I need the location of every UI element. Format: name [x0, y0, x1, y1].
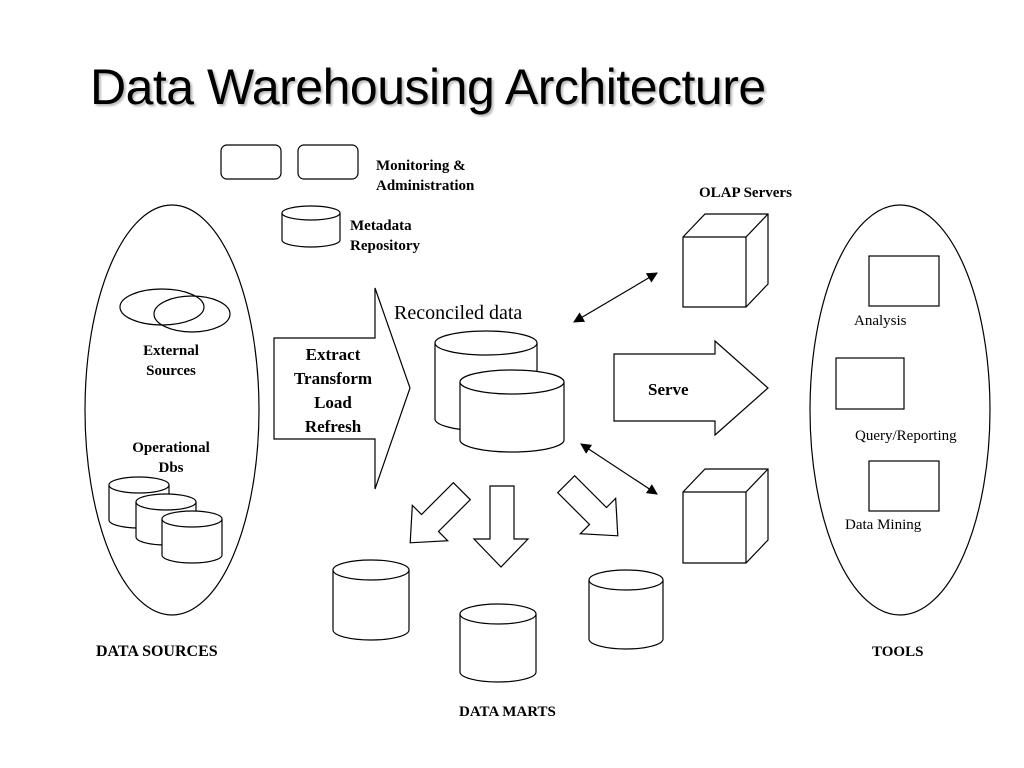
- monitoring-label: Monitoring &: [376, 158, 466, 174]
- olap-servers-label: OLAP Servers: [699, 185, 792, 201]
- data-mart-cylinder-center: [459, 603, 537, 683]
- serve-label: Serve: [648, 380, 689, 399]
- tools-ellipse: [809, 204, 991, 616]
- serve-arrow: [613, 339, 769, 437]
- operational-label: Operational: [132, 440, 210, 456]
- reconciled-data-label: Reconciled data: [394, 302, 522, 324]
- external-sources-icon: [119, 288, 231, 333]
- data-mining-label: Data Mining: [845, 517, 922, 533]
- data-sources-label: DATA SOURCES: [96, 643, 218, 660]
- data-mart-arrow-center: [472, 485, 530, 568]
- external-label: External: [143, 343, 199, 359]
- load-label: Load: [314, 393, 352, 412]
- data-mart-arrow-left: [409, 481, 472, 544]
- olap-top-double-arrow: [573, 272, 658, 323]
- operational-dbs-cylinders: [108, 476, 223, 564]
- administration-box: [297, 144, 359, 180]
- repository-label: Repository: [350, 238, 420, 254]
- monitoring-admin-boxes: [220, 144, 359, 180]
- data-mart-cylinder-left: [332, 559, 410, 641]
- metadata-label: Metadata: [350, 218, 412, 234]
- olap-server-cube-top: [682, 213, 769, 308]
- reconciled-data-cylinders: [434, 330, 565, 453]
- data-mart-cylinder-right: [588, 569, 664, 650]
- metadata-repository-cylinder: [281, 205, 341, 248]
- data-mart-arrow-right: [556, 474, 619, 537]
- dbs-label: Dbs: [158, 460, 183, 476]
- administration-label-text: Administration: [376, 178, 475, 194]
- olap-bottom-double-arrow: [580, 443, 658, 495]
- analysis-tool-box: [868, 255, 940, 307]
- query-reporting-tool-box: [835, 357, 905, 410]
- transform-label: Transform: [294, 369, 372, 388]
- olap-server-cube-bottom: [682, 468, 769, 564]
- tools-label: TOOLS: [872, 644, 923, 660]
- extract-label: Extract: [306, 345, 361, 364]
- refresh-label: Refresh: [305, 417, 362, 436]
- monitoring-box: [220, 144, 282, 180]
- data-marts-label: DATA MARTS: [459, 704, 556, 720]
- query-reporting-label: Query/Reporting: [855, 428, 957, 444]
- sources-label: Sources: [146, 363, 196, 379]
- page-title: Data Warehousing Architecture: [90, 59, 766, 115]
- analysis-label: Analysis: [854, 313, 907, 329]
- etl-arrow: [273, 287, 411, 490]
- data-mining-tool-box: [868, 460, 940, 512]
